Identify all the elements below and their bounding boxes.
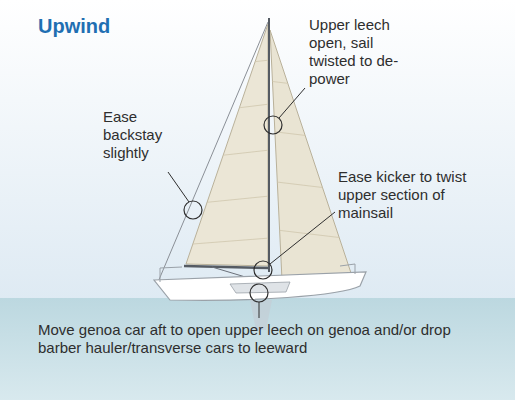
instruction-text: Move genoa car aft to open upper leech o… — [38, 321, 496, 357]
callout-text: Upper leech open, sail twisted to de-pow… — [309, 16, 417, 88]
diagram-title: Upwind — [38, 14, 178, 38]
callout-text: Ease backstay slightly — [103, 108, 181, 162]
callout-text: Ease kicker to twist upper section of ma… — [338, 168, 468, 222]
